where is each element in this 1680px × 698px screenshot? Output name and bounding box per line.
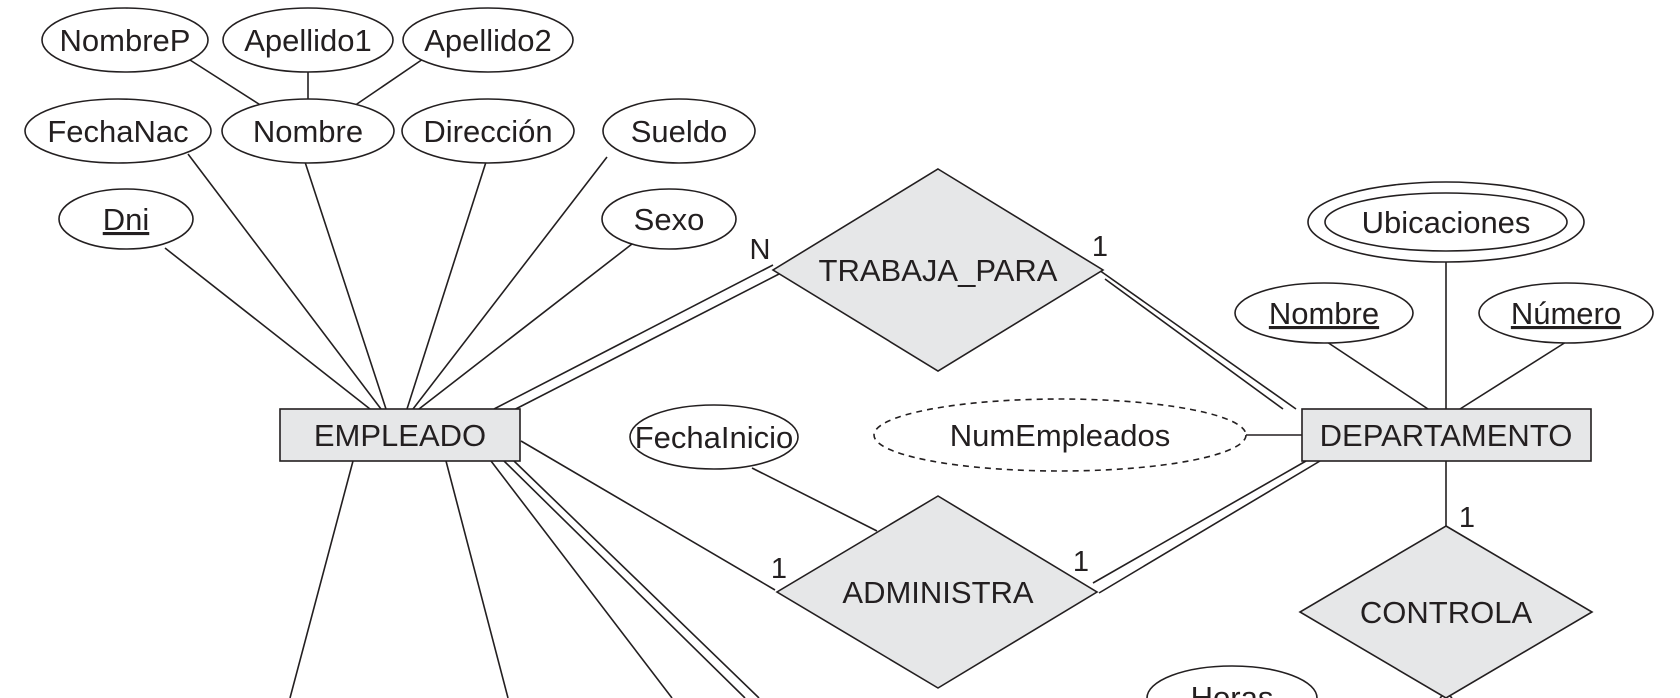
entity-departamento: DEPARTAMENTO <box>1301 408 1592 462</box>
relationship-trabaja-para: TRABAJA_PARA <box>771 168 1105 372</box>
line-empleado-lower-4b <box>513 460 760 698</box>
attribute-ubicaciones: Ubicaciones <box>1307 181 1585 263</box>
attribute-sueldo-shape <box>602 98 756 164</box>
attribute-fechanac: FechaNac <box>24 98 212 164</box>
attribute-apellido1: Apellido1 <box>222 7 394 73</box>
attribute-num-empleados-label: NumEmpleados <box>950 418 1171 453</box>
attribute-dni-shape <box>58 188 194 250</box>
entity-empleado: EMPLEADO <box>279 408 521 462</box>
line-fechanac-empleado <box>187 153 382 410</box>
line-nombre-empleado <box>304 161 387 410</box>
attribute-fecha-inicio-shape <box>629 404 799 470</box>
attribute-depto-nombre-label: Nombre <box>1269 296 1379 331</box>
cardinality-controla-departamento: 1 <box>1459 502 1475 534</box>
line-nombrep-nombre <box>189 59 263 107</box>
line-empleado-lower-2 <box>445 460 509 698</box>
line-empleado-lower-4a <box>503 460 746 698</box>
relationship-controla-shape <box>1298 525 1594 698</box>
attribute-apellido1-label: Apellido1 <box>244 23 372 58</box>
attribute-apellido1-shape <box>222 7 394 73</box>
attribute-apellido2: Apellido2 <box>402 7 574 73</box>
attribute-nombrep: NombreP <box>41 7 209 73</box>
line-apellido2-nombre <box>353 58 424 107</box>
attribute-horas-label: Horas <box>1191 680 1274 698</box>
line-administra-departamento-a <box>1092 460 1307 584</box>
attribute-fechanac-label: FechaNac <box>47 114 188 149</box>
relationship-administra-shape <box>775 495 1099 689</box>
relationship-administra-label: ADMINISTRA <box>842 575 1034 610</box>
attribute-direccion-shape <box>401 98 575 164</box>
attribute-depto-nombre-shape <box>1234 282 1414 344</box>
line-dni-empleado <box>164 247 371 410</box>
attribute-fecha-inicio: FechaInicio <box>629 404 799 470</box>
line-direccion-empleado <box>406 161 487 410</box>
attribute-direccion-label: Dirección <box>423 114 552 149</box>
attribute-nombre: Nombre <box>221 98 395 164</box>
line-empleado-trabaja-para-b <box>501 272 782 417</box>
attribute-ubicaciones-label: Ubicaciones <box>1362 205 1531 240</box>
line-trabaja-para-departamento-b <box>1104 278 1284 410</box>
attribute-num-empleados-shape <box>873 398 1247 472</box>
attribute-sueldo: Sueldo <box>602 98 756 164</box>
relationship-trabaja-para-label: TRABAJA_PARA <box>819 253 1058 288</box>
line-administra-departamento-b <box>1098 460 1321 594</box>
attribute-numero: Número <box>1478 282 1654 344</box>
attribute-numero-shape <box>1478 282 1654 344</box>
relationship-controla-label: CONTROLA <box>1360 595 1533 630</box>
line-empleado-trabaja-para-a <box>493 264 774 410</box>
line-sexo-empleado <box>418 243 633 410</box>
attribute-sexo: Sexo <box>601 188 737 250</box>
attribute-ubicaciones-inner <box>1324 192 1568 252</box>
line-sueldo-empleado <box>412 156 608 410</box>
attribute-dni-label: Dni <box>103 202 150 237</box>
attribute-numero-label: Número <box>1511 296 1621 331</box>
attribute-sexo-shape <box>601 188 737 250</box>
cardinality-trabaja-para-departamento: 1 <box>1092 231 1108 263</box>
line-numero-departamento <box>1459 341 1567 410</box>
attribute-num-empleados: NumEmpleados <box>873 398 1247 472</box>
connectors <box>164 58 1567 698</box>
relationship-trabaja-para-shape <box>771 168 1105 372</box>
attribute-apellido2-shape <box>402 7 574 73</box>
attribute-horas-shape <box>1146 665 1318 698</box>
entity-empleado-label: EMPLEADO <box>314 418 486 453</box>
relationship-controla: CONTROLA <box>1298 525 1594 698</box>
attribute-nombrep-shape <box>41 7 209 73</box>
entity-departamento-label: DEPARTAMENTO <box>1320 418 1573 453</box>
attribute-fecha-inicio-label: FechaInicio <box>635 420 794 455</box>
attribute-nombre-label: Nombre <box>253 114 363 149</box>
line-empleado-lower-3 <box>490 460 673 698</box>
entity-empleado-box <box>279 408 521 462</box>
attribute-nombre-shape <box>221 98 395 164</box>
attribute-direccion: Dirección <box>401 98 575 164</box>
cardinality-administra-empleado: 1 <box>771 553 787 585</box>
entity-departamento-box <box>1301 408 1592 462</box>
line-empleado-administra <box>520 440 776 591</box>
attribute-nombrep-label: NombreP <box>60 23 191 58</box>
attribute-apellido2-label: Apellido2 <box>424 23 552 58</box>
attribute-dni: Dni <box>58 188 194 250</box>
cardinality-administra-departamento: 1 <box>1073 546 1089 578</box>
line-empleado-lower-1 <box>289 460 354 698</box>
relationship-administra: ADMINISTRA <box>775 495 1099 689</box>
line-fechainicio-administra <box>751 467 878 532</box>
line-trabaja-para-departamento-a <box>1098 269 1297 410</box>
attribute-sexo-label: Sexo <box>634 202 705 237</box>
attribute-fechanac-shape <box>24 98 212 164</box>
line-depto-nombre-departamento <box>1326 341 1429 410</box>
attribute-horas: Horas <box>1146 665 1318 698</box>
attribute-sueldo-label: Sueldo <box>631 114 728 149</box>
cardinalities: N 1 1 1 1 <box>750 231 1476 585</box>
cardinality-trabaja-para-empleado: N <box>750 234 771 266</box>
attribute-depto-nombre: Nombre <box>1234 282 1414 344</box>
